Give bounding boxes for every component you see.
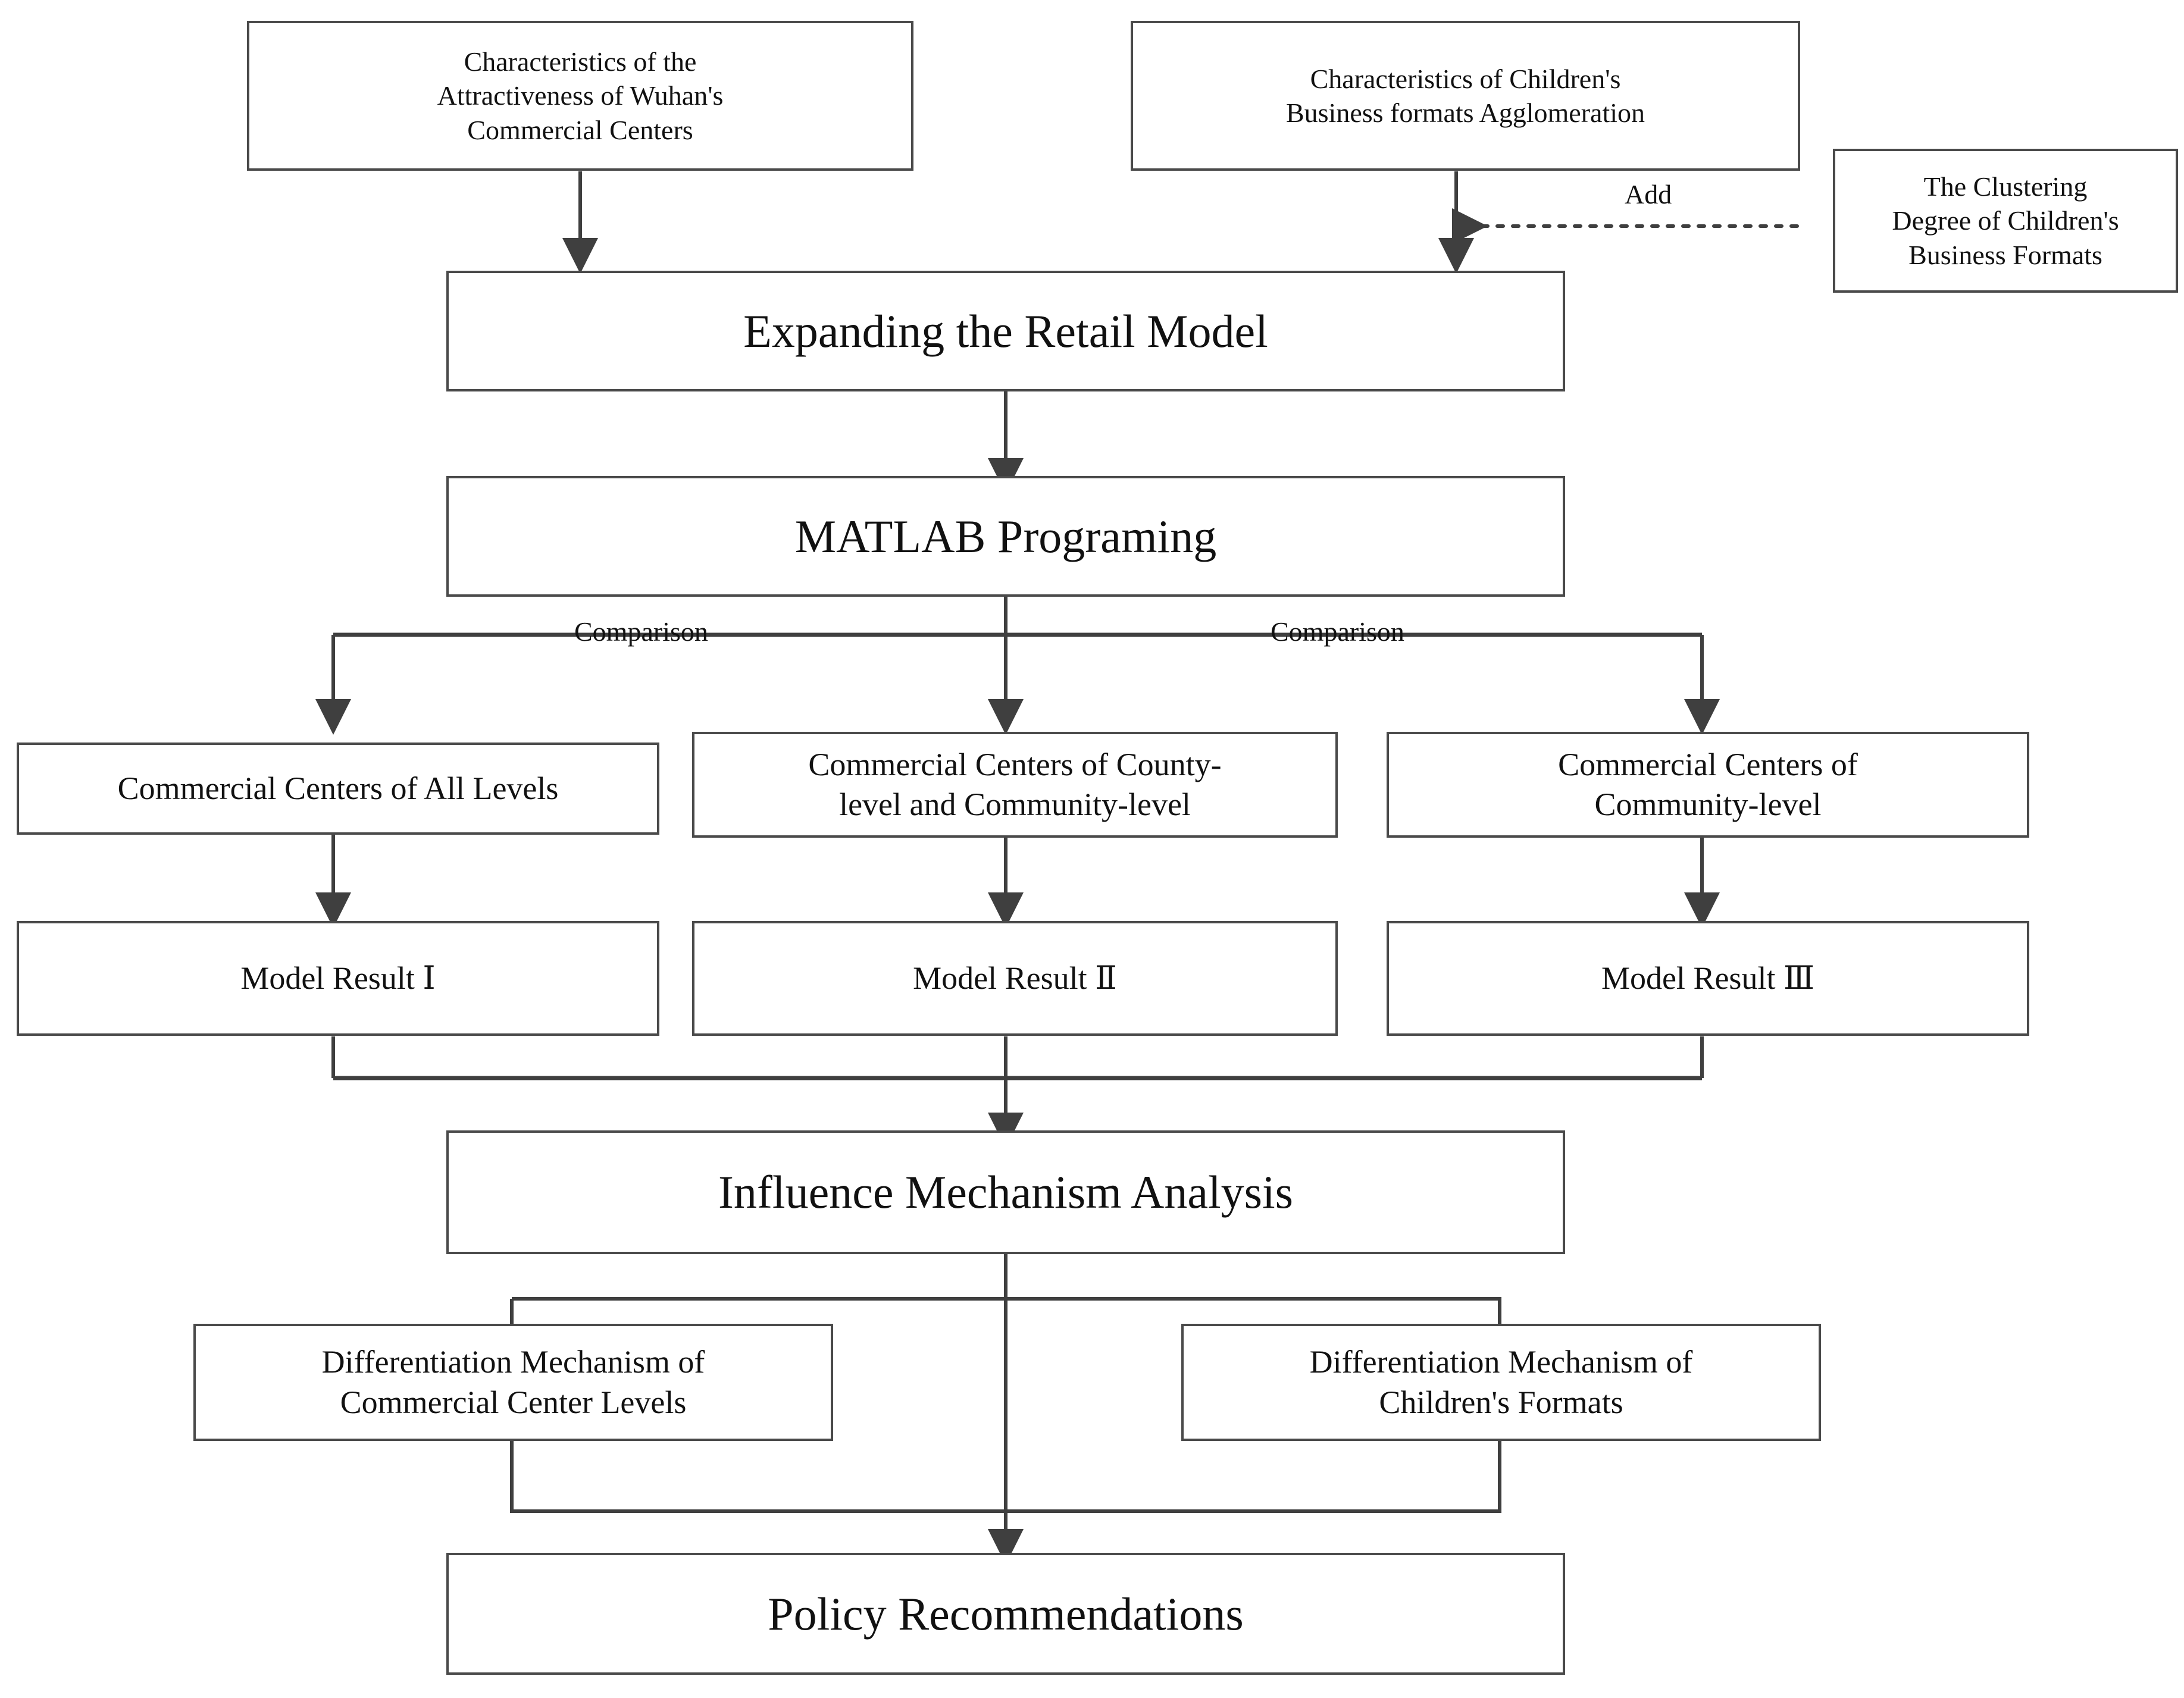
node-matlab-programing-label: MATLAB Programing [794, 510, 1217, 562]
node-matlab-programing[interactable]: MATLAB Programing [446, 476, 1565, 597]
node-centers-county-community[interactable]: Commercial Centers of County- level and … [692, 732, 1338, 838]
node-clustering-degree[interactable]: The Clustering Degree of Children's Busi… [1833, 149, 2178, 293]
node-characteristics-children-formats-label: Characteristics of Children's Business f… [1285, 63, 1645, 129]
node-model-result-1[interactable]: Model Result Ⅰ [17, 921, 659, 1036]
node-characteristics-attractiveness[interactable]: Characteristics of the Attractiveness of… [247, 21, 913, 171]
node-model-result-3-label: Model Result Ⅲ [1601, 960, 1815, 996]
node-influence-mechanism-analysis-label: Influence Mechanism Analysis [718, 1166, 1294, 1218]
node-policy-recommendations[interactable]: Policy Recommendations [446, 1553, 1565, 1675]
node-model-result-2-label: Model Result Ⅱ [913, 960, 1117, 996]
node-expanding-retail-model[interactable]: Expanding the Retail Model [446, 271, 1565, 391]
node-influence-mechanism-analysis[interactable]: Influence Mechanism Analysis [446, 1130, 1565, 1254]
node-clustering-degree-label: The Clustering Degree of Children's Busi… [1892, 171, 2119, 270]
node-model-result-2[interactable]: Model Result Ⅱ [692, 921, 1338, 1036]
node-expanding-retail-model-label: Expanding the Retail Model [743, 305, 1268, 357]
node-diff-mechanism-center-levels-label: Differentiation Mechanism of Commercial … [321, 1344, 705, 1420]
edge-label-comparison-right: Comparison [1271, 616, 1404, 647]
node-model-result-3[interactable]: Model Result Ⅲ [1387, 921, 2029, 1036]
node-diff-mechanism-center-levels[interactable]: Differentiation Mechanism of Commercial … [193, 1324, 833, 1441]
node-centers-community[interactable]: Commercial Centers of Community-level [1387, 732, 2029, 838]
node-diff-mechanism-children-formats-label: Differentiation Mechanism of Children's … [1309, 1344, 1693, 1420]
edge-label-comparison-left: Comparison [574, 616, 708, 647]
node-diff-mechanism-children-formats[interactable]: Differentiation Mechanism of Children's … [1181, 1324, 1821, 1441]
node-centers-all-levels-label: Commercial Centers of All Levels [117, 770, 559, 806]
node-centers-community-label: Commercial Centers of Community-level [1558, 746, 1858, 823]
edge-label-add: Add [1625, 179, 1672, 209]
node-characteristics-attractiveness-label: Characteristics of the Attractiveness of… [437, 46, 724, 145]
node-model-result-1-label: Model Result Ⅰ [240, 960, 436, 996]
node-policy-recommendations-label: Policy Recommendations [768, 1587, 1244, 1640]
node-centers-all-levels[interactable]: Commercial Centers of All Levels [17, 743, 659, 835]
node-centers-county-community-label: Commercial Centers of County- level and … [808, 746, 1222, 823]
node-characteristics-children-formats[interactable]: Characteristics of Children's Business f… [1131, 21, 1800, 171]
